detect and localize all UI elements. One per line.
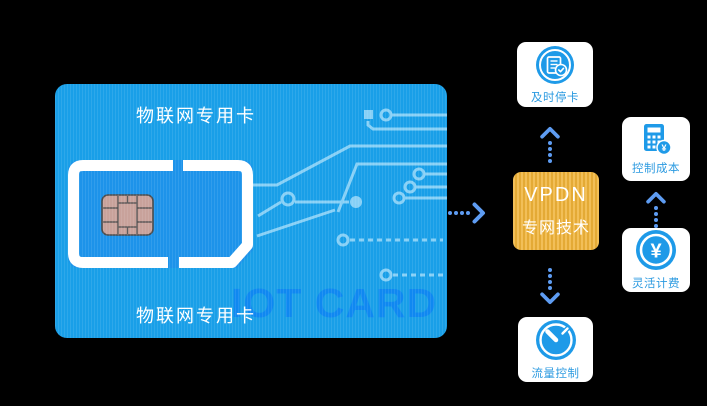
arrow-vpdn-to-stop-card [539, 126, 561, 163]
sim-cutout-fill [68, 160, 253, 268]
vpdn-title: VPDN [524, 184, 588, 206]
card-title-top: 物联网专用卡 [136, 106, 256, 126]
iot-sim-card: IOT CARD 物联网专用卡 物联网专用卡 [55, 84, 447, 338]
vpdn-hub: VPDN 专网技术 [513, 172, 599, 250]
feature-label-flexible-billing: 灵活计费 [632, 278, 680, 290]
svg-text:¥: ¥ [661, 143, 666, 153]
feature-label-cost-control: 控制成本 [632, 163, 680, 175]
chevron-up-icon [646, 191, 666, 204]
sim-chip-icon [101, 194, 154, 236]
chevron-down-icon [540, 292, 560, 305]
sim-cutout-outline [68, 160, 253, 268]
document-check-icon [536, 45, 574, 84]
vpdn-subtitle: 专网技术 [521, 220, 590, 237]
feature-label-stop-card: 及时停卡 [531, 91, 579, 104]
gauge-icon [535, 319, 576, 360]
chevron-up-icon [540, 126, 560, 139]
svg-text:¥: ¥ [650, 241, 662, 263]
card-watermark: IOT CARD [231, 280, 438, 326]
yuan-coin-icon: ¥ [636, 230, 676, 270]
circuit-pattern [68, 108, 447, 282]
arrow-vpdn-to-traffic-control [539, 268, 561, 305]
feature-box-cost-control: ¥ 控制成本 [622, 117, 690, 181]
chevron-right-icon [472, 202, 485, 224]
feature-label-traffic-control: 流量控制 [531, 367, 580, 380]
arrow-card-to-vpdn [448, 202, 486, 224]
feature-box-traffic-control: 流量控制 [518, 317, 593, 382]
card-title-bottom: 物联网专用卡 [136, 306, 256, 326]
calculator-yuan-icon: ¥ [644, 124, 672, 156]
feature-box-flexible-billing: ¥ 灵活计费 [622, 228, 690, 292]
feature-box-stop-card: 及时停卡 [517, 42, 593, 107]
arrow-billing-to-cost-control [645, 191, 667, 228]
